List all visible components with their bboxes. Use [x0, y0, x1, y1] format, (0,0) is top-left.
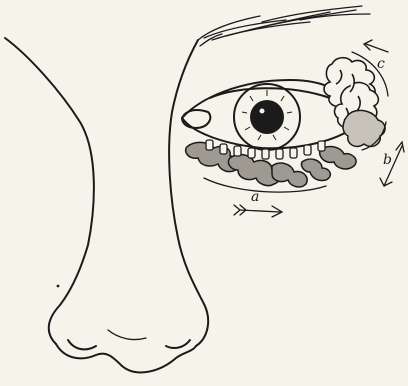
arrow-a — [234, 205, 282, 217]
label-c: c — [377, 57, 385, 71]
nostril-left — [68, 340, 96, 349]
label-a: a — [251, 190, 259, 204]
outer-canthus-gland — [343, 110, 385, 146]
nostril-right — [166, 340, 190, 348]
nose-left-outline — [5, 38, 94, 344]
caruncle — [182, 110, 210, 128]
label-b: b — [383, 153, 392, 167]
pupil-highlight — [260, 109, 265, 114]
nose-tip-shading — [108, 330, 146, 340]
pupil — [250, 100, 284, 134]
speck — [57, 285, 60, 288]
eyebrow — [198, 6, 370, 46]
arrow-c — [364, 40, 388, 52]
nose-right-outline — [169, 40, 208, 346]
